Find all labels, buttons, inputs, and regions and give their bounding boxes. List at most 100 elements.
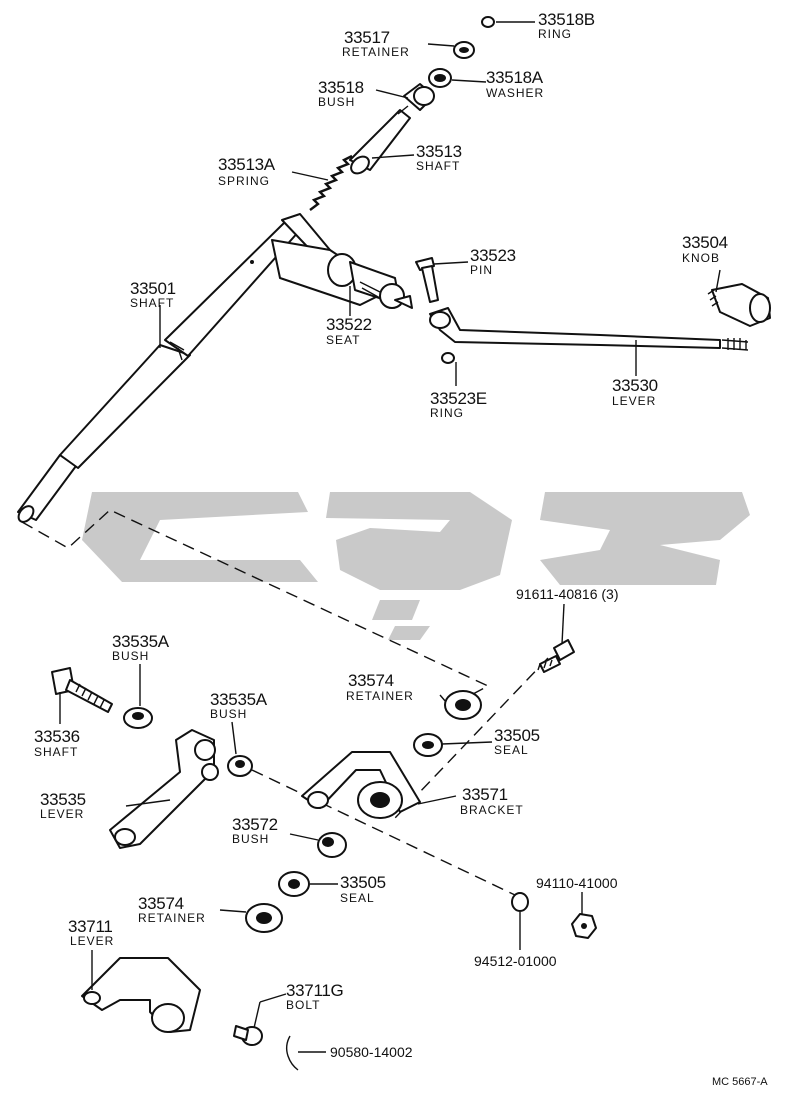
part-number: 33523	[470, 246, 516, 265]
part-name: BUSH	[318, 95, 355, 109]
part-name: SHAFT	[34, 745, 78, 759]
part-name: RING	[430, 406, 464, 420]
shaft-33536-drawing	[51, 667, 113, 713]
part-number: 33504	[682, 233, 728, 252]
ring-33523E-drawing	[441, 352, 455, 364]
label-33574-2: 33574 RETAINER	[138, 894, 206, 925]
part-number: 33711G	[286, 981, 343, 1000]
label-33711: 33711 LEVER	[68, 917, 113, 948]
lever-33711-drawing	[81, 957, 201, 1033]
seal-33505-1-drawing	[413, 733, 443, 757]
seat-33522-drawing	[359, 281, 381, 299]
knob-33504-drawing	[707, 283, 771, 327]
bracket-33571-drawing	[301, 751, 421, 819]
part-number: 33518A	[486, 68, 544, 87]
label-33518: 33518 BUSH	[318, 78, 364, 109]
retainer-33574-1-drawing	[444, 690, 482, 720]
label-33535: 33535 LEVER	[40, 790, 86, 821]
label-91611: 91611-40816 (3)	[516, 586, 618, 602]
shaft-33513-drawing	[349, 105, 411, 175]
seal-33505-2-drawing	[278, 871, 310, 897]
label-33571: 33571 BRACKET	[460, 785, 523, 817]
label-33536: 33536 SHAFT	[34, 727, 80, 759]
label-33574-1: 33574 RETAINER	[346, 671, 414, 703]
part-number: 33505	[340, 873, 386, 892]
part-number: 33535A	[210, 690, 268, 709]
lever-33535-drawing	[109, 729, 219, 849]
label-33522: 33522 SEAT	[326, 315, 372, 347]
leader-lines	[59, 21, 721, 1053]
part-number: 33536	[34, 727, 80, 746]
lever-33530-drawing	[429, 307, 749, 351]
part-name: LEVER	[40, 807, 84, 821]
part-name: BUSH	[210, 707, 247, 721]
label-94512: 94512-01000	[474, 953, 557, 969]
label-33513: 33513 SHAFT	[416, 142, 462, 173]
label-33518B: 33518B RING	[538, 10, 595, 41]
part-number: 33574	[348, 671, 394, 690]
ring-33518B-drawing	[481, 16, 495, 28]
part-name: BUSH	[232, 832, 269, 846]
label-33711G: 33711G BOLT	[286, 981, 344, 1012]
label-33517: 33517 RETAINER	[342, 28, 410, 59]
retainer-33517-drawing	[453, 41, 475, 59]
watermark-logo	[82, 492, 750, 640]
bush-33535A-2-drawing	[227, 755, 253, 777]
part-number: 90580-14002	[330, 1044, 413, 1060]
pin-33523-drawing	[415, 257, 439, 303]
guide-shaft-to-bracket	[21, 509, 490, 703]
label-33530: 33530 LEVER	[612, 376, 658, 408]
part-number: 33505	[494, 726, 540, 745]
part-number: 33522	[326, 315, 372, 334]
part-name: RETAINER	[138, 911, 206, 925]
part-name: RETAINER	[342, 45, 410, 59]
part-name: LEVER	[612, 394, 656, 408]
part-number: 33513	[416, 142, 462, 161]
part-name: PIN	[470, 263, 493, 277]
washer-94512-drawing	[511, 892, 529, 912]
bolt-91611-drawing	[537, 639, 575, 673]
part-number: 33518B	[538, 10, 595, 29]
part-number: 33530	[612, 376, 658, 395]
part-name: SEAL	[340, 891, 375, 905]
label-33523: 33523 PIN	[470, 246, 516, 277]
part-name: SHAFT	[130, 296, 174, 310]
label-94110: 94110-41000	[536, 875, 618, 891]
part-number: 33518	[318, 78, 364, 97]
part-number: 94110-41000	[536, 875, 618, 891]
label-90580: 90580-14002	[330, 1044, 413, 1060]
figure-reference: MC 5667-A	[712, 1076, 768, 1088]
label-33523E: 33523E RING	[430, 389, 487, 420]
part-number: 33572	[232, 815, 278, 834]
retainer-33574-2-drawing	[245, 903, 283, 933]
nut-94110-drawing	[571, 913, 597, 939]
part-name: SEAL	[494, 743, 529, 757]
part-name: SEAT	[326, 333, 360, 347]
part-name: BOLT	[286, 998, 320, 1012]
part-name: SHAFT	[416, 159, 460, 173]
bolt-33711G-drawing	[233, 1025, 263, 1046]
label-33513A: 33513A SPRING	[218, 155, 276, 188]
shaft-33501-drawing	[17, 213, 413, 523]
part-name: RING	[538, 27, 572, 41]
bush-33572-drawing	[317, 832, 347, 858]
assembly-guides	[21, 509, 549, 896]
guide-bush-to-nut	[251, 769, 516, 896]
pin-90580-drawing	[286, 1035, 299, 1071]
part-name: BUSH	[112, 649, 149, 663]
label-33535A-2: 33535A BUSH	[210, 690, 268, 721]
part-number: 33574	[138, 894, 184, 913]
bush-33535A-1-drawing	[123, 707, 153, 729]
part-name: WASHER	[486, 86, 544, 100]
label-33572: 33572 BUSH	[232, 815, 278, 846]
label-33505-2: 33505 SEAL	[340, 873, 386, 905]
part-number: 33711	[68, 917, 113, 936]
part-number: 94512-01000	[474, 953, 557, 969]
part-name: SPRING	[218, 174, 270, 188]
part-name: RETAINER	[346, 689, 414, 703]
part-number: 33535	[40, 790, 86, 809]
part-number: 33571	[462, 785, 508, 804]
part-number: 33513A	[218, 155, 276, 174]
